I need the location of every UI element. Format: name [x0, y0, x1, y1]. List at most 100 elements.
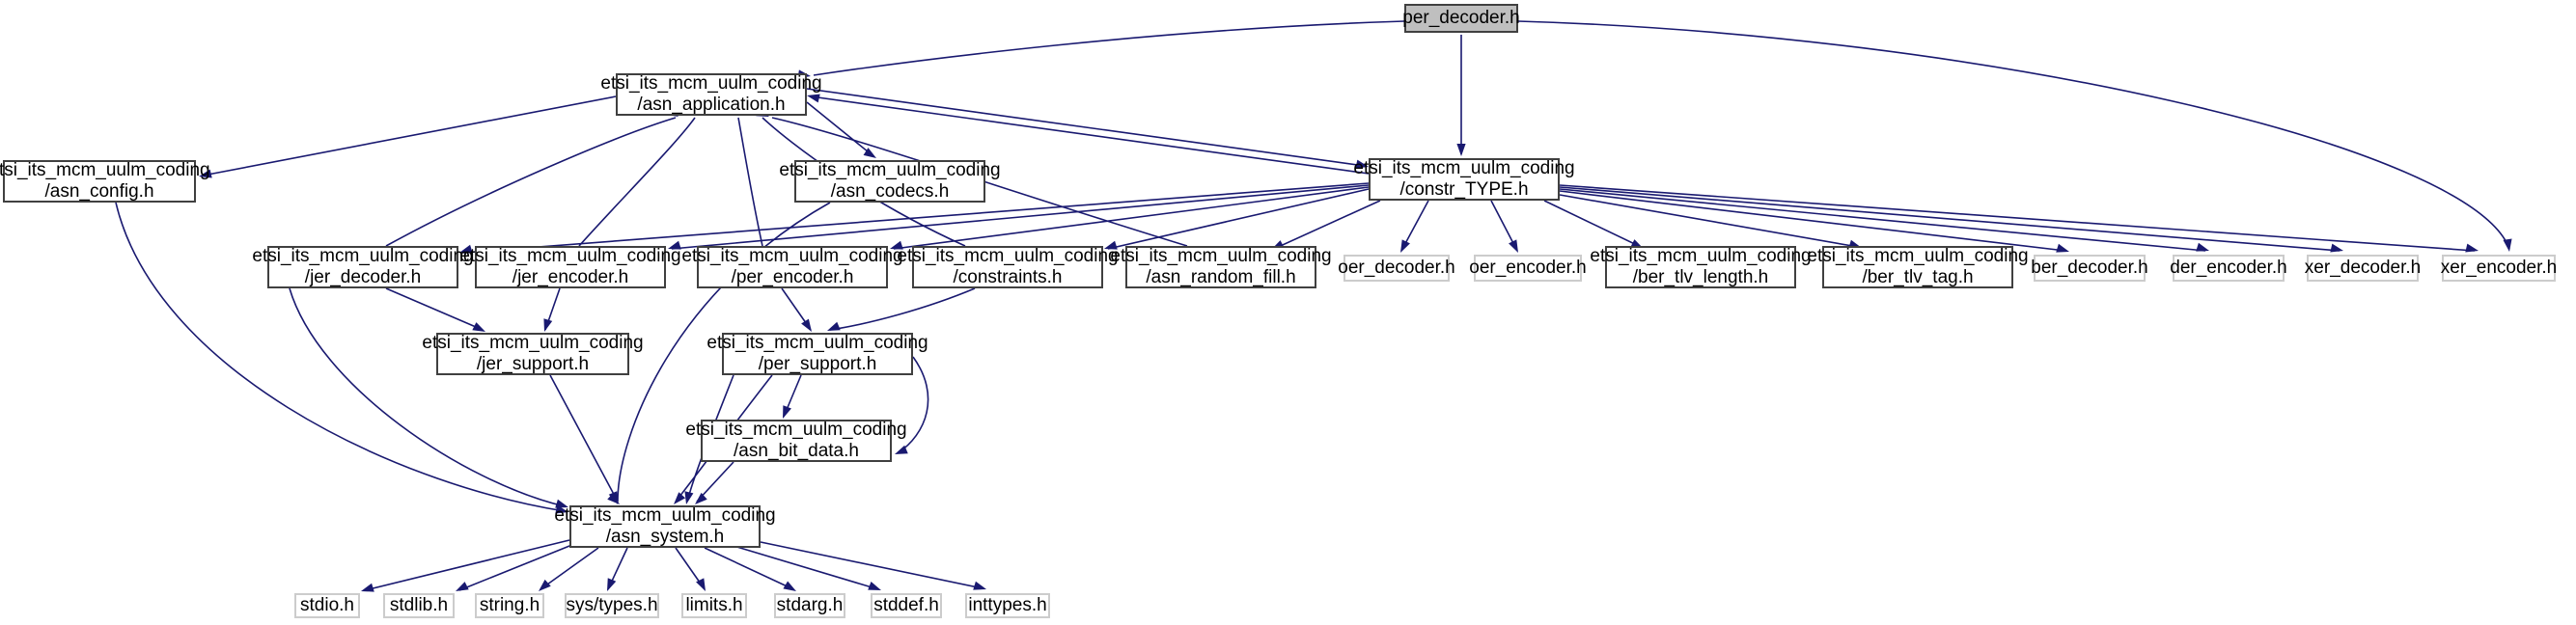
edge-constr_TYPE-to-ber_decoder — [1559, 190, 2066, 252]
node-label-oer_decoder: oer_decoder.h — [1338, 257, 1455, 278]
node-label-per_decoder: per_decoder.h — [1402, 7, 1520, 28]
arrowhead-asn_system-to-systypes — [607, 578, 617, 591]
node-stdarg[interactable]: stdarg.h — [774, 593, 845, 618]
node-label-stdio: stdio.h — [300, 594, 354, 615]
node-label-asn_config: etsi_its_mcm_uulm_coding /asn_config.h — [0, 159, 210, 202]
node-label-asn_bit_data: etsi_its_mcm_uulm_coding /asn_bit_data.h — [685, 419, 907, 461]
edge-constr_TYPE-to-ber_tlv_tag — [1559, 194, 1859, 248]
arrowhead-per_decoder-to-constr_TYPE — [1456, 144, 1466, 156]
arrowhead-asn_system-to-inttypes — [973, 581, 986, 590]
node-label-stdlib: stdlib.h — [389, 594, 449, 615]
edge-per_support-to-asn_bit_data — [783, 374, 802, 418]
node-per_encoder[interactable]: etsi_its_mcm_uulm_coding /per_encoder.h — [681, 246, 903, 288]
node-label-stdarg: stdarg.h — [776, 594, 844, 615]
node-per_support[interactable]: etsi_its_mcm_uulm_coding /per_support.h — [706, 333, 928, 375]
node-per_decoder[interactable]: per_decoder.h — [1402, 4, 1520, 33]
arrowhead-jer_support-to-asn_system — [607, 492, 620, 504]
node-label-asn_application: etsi_its_mcm_uulm_coding /asn_applicatio… — [600, 72, 822, 115]
node-label-jer_encoder: etsi_its_mcm_uulm_coding /jer_encoder.h — [459, 245, 681, 287]
node-inttypes[interactable]: inttypes.h — [965, 593, 1050, 618]
node-string[interactable]: string.h — [475, 593, 544, 618]
node-oer_decoder[interactable]: oer_decoder.h — [1338, 255, 1455, 282]
edge-jer_encoder-to-asn_application — [578, 117, 696, 247]
edge-asn_application-to-constr_TYPE — [806, 88, 1366, 167]
arrowhead-constr_TYPE-to-oer_encoder — [1509, 239, 1518, 253]
edge-jer_decoder-to-asn_system — [289, 287, 566, 507]
node-oer_encoder[interactable]: oer_encoder.h — [1469, 255, 1587, 282]
arrowhead-per_support-to-asn_system — [674, 492, 686, 504]
node-jer_support[interactable]: etsi_its_mcm_uulm_coding /jer_support.h — [422, 333, 644, 375]
edge-constr_TYPE-to-oer_decoder — [1400, 200, 1429, 252]
node-label-systypes: sys/types.h — [566, 594, 658, 615]
node-constr_TYPE[interactable]: etsi_its_mcm_uulm_coding /constr_TYPE.h — [1353, 158, 1575, 201]
node-jer_encoder[interactable]: etsi_its_mcm_uulm_coding /jer_encoder.h — [459, 246, 681, 288]
node-jer_decoder[interactable]: etsi_its_mcm_uulm_coding /jer_decoder.h — [252, 246, 474, 288]
edge-asn_system-to-inttypes — [760, 541, 983, 589]
node-ber_tlv_length[interactable]: etsi_its_mcm_uulm_coding /ber_tlv_length… — [1590, 246, 1812, 288]
node-label-per_support: etsi_its_mcm_uulm_coding /per_support.h — [706, 332, 928, 374]
node-label-jer_decoder: etsi_its_mcm_uulm_coding /jer_decoder.h — [252, 245, 474, 287]
node-ber_tlv_tag[interactable]: etsi_its_mcm_uulm_coding /ber_tlv_tag.h — [1807, 246, 2029, 288]
node-stdio[interactable]: stdio.h — [294, 593, 360, 618]
node-asn_random_fill[interactable]: etsi_its_mcm_uulm_coding /asn_random_fil… — [1110, 246, 1332, 288]
edge-asn_application-to-asn_config — [202, 95, 617, 177]
arrowhead-constr_TYPE-to-xer_decoder — [2330, 243, 2343, 253]
node-xer_encoder[interactable]: xer_encoder.h — [2441, 255, 2557, 282]
node-label-string: string.h — [479, 594, 540, 615]
node-label-limits: limits.h — [685, 594, 743, 615]
node-systypes[interactable]: sys/types.h — [565, 593, 659, 618]
edge-asn_system-to-stddef — [733, 545, 879, 590]
edge-constraints-to-per_support — [829, 287, 976, 331]
edge-per_decoder-to-asn_application — [813, 20, 1405, 76]
node-label-ber_tlv_length: etsi_its_mcm_uulm_coding /ber_tlv_length… — [1590, 245, 1812, 287]
node-asn_system[interactable]: etsi_its_mcm_uulm_coding /asn_system.h — [554, 505, 776, 548]
arrowhead-jer_decoder-to-jer_support — [472, 322, 485, 332]
arrowhead-per_encoder-to-per_support — [801, 318, 812, 332]
node-asn_codecs[interactable]: etsi_its_mcm_uulm_coding /asn_codecs.h — [779, 160, 1001, 203]
edge-per_decoder-to-xer_encoder — [1517, 20, 2510, 250]
node-label-asn_random_fill: etsi_its_mcm_uulm_coding /asn_random_fil… — [1110, 245, 1332, 287]
node-asn_config[interactable]: etsi_its_mcm_uulm_coding /asn_config.h — [0, 160, 210, 203]
edge-asn_system-to-string — [540, 547, 599, 590]
edge-constr_TYPE-to-xer_decoder — [1559, 186, 2341, 252]
edge-jer_decoder-to-jer_support — [385, 287, 484, 331]
edge-asn_system-to-systypes — [607, 547, 628, 590]
node-constraints[interactable]: etsi_its_mcm_uulm_coding /constraints.h — [897, 246, 1119, 288]
arrowhead-constr_TYPE-to-ber_decoder — [2056, 243, 2069, 253]
node-label-ber_tlv_tag: etsi_its_mcm_uulm_coding /ber_tlv_tag.h — [1807, 245, 2029, 287]
node-label-per_encoder: etsi_its_mcm_uulm_coding /per_encoder.h — [681, 245, 903, 287]
edge-per_encoder-to-asn_application — [737, 117, 763, 247]
node-stdlib[interactable]: stdlib.h — [383, 593, 455, 618]
arrowhead-asn_system-to-stdlib — [456, 582, 469, 591]
node-asn_bit_data[interactable]: etsi_its_mcm_uulm_coding /asn_bit_data.h — [685, 420, 907, 462]
arrowhead-asn_system-to-stdio — [361, 583, 374, 592]
edge-constr_TYPE-to-ber_tlv_length — [1543, 200, 1642, 248]
edge-jer_encoder-to-jer_support — [544, 287, 561, 331]
node-label-ber_decoder: ber_decoder.h — [2031, 257, 2148, 278]
arrowhead-asn_bit_data-to-asn_system — [695, 492, 707, 504]
edge-constr_TYPE-to-constraints — [1107, 188, 1370, 250]
node-label-constraints: etsi_its_mcm_uulm_coding /constraints.h — [897, 245, 1119, 287]
arrowhead-asn_codecs-to-asn_system — [608, 491, 618, 504]
arrowhead-per_support-to-asn_bit_data — [783, 405, 791, 419]
arrowhead-asn_system-to-string — [539, 579, 551, 591]
arrowhead-constr_TYPE-to-der_encoder — [2196, 242, 2209, 252]
node-asn_application[interactable]: etsi_its_mcm_uulm_coding /asn_applicatio… — [600, 73, 822, 116]
node-label-asn_codecs: etsi_its_mcm_uulm_coding /asn_codecs.h — [779, 159, 1001, 202]
node-stddef[interactable]: stddef.h — [871, 593, 942, 618]
node-xer_decoder[interactable]: xer_decoder.h — [2305, 255, 2421, 282]
node-label-xer_encoder: xer_encoder.h — [2440, 257, 2558, 278]
node-der_encoder[interactable]: der_encoder.h — [2170, 255, 2287, 282]
arrowhead-jer_encoder-to-jer_support — [543, 318, 553, 332]
node-label-inttypes: inttypes.h — [968, 594, 1047, 615]
edge-constr_TYPE-to-oer_encoder — [1490, 200, 1518, 252]
edge-constr_TYPE-to-der_encoder — [1559, 188, 2206, 252]
node-ber_decoder[interactable]: ber_decoder.h — [2031, 255, 2148, 282]
node-limits[interactable]: limits.h — [681, 593, 747, 618]
node-label-stddef: stddef.h — [873, 594, 939, 615]
edge-asn_bit_data-to-asn_system — [696, 461, 734, 503]
edge-constr_TYPE-to-asn_random_fill — [1273, 200, 1381, 250]
edge-per_encoder-to-per_support — [781, 287, 812, 331]
